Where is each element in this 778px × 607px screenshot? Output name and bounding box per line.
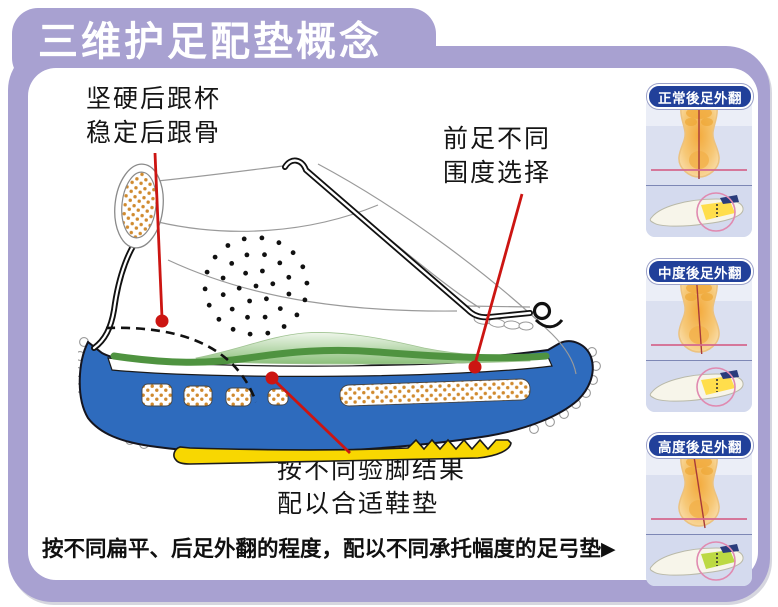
- cushion-pockets: [141, 378, 531, 407]
- heel-alignment-illustration: [646, 101, 752, 179]
- shoe-cross-section-illustration: [73, 150, 638, 480]
- panel-divider: [646, 534, 752, 535]
- annotation-line: 稳定后跟骨: [86, 119, 222, 147]
- heel-alignment-illustration: [646, 449, 752, 529]
- panel-normal-pronation: 正常後足外翻: [646, 84, 754, 237]
- topline-edge-inner: [283, 159, 532, 319]
- panel-moderate-pronation: 中度後足外翻: [646, 259, 754, 412]
- footbed-board: [107, 356, 553, 377]
- panel-badge: 高度後足外翻: [647, 433, 753, 458]
- insole-illustration: [646, 535, 752, 586]
- content-area: [28, 68, 758, 580]
- heel-alignment-illustration: [646, 275, 752, 355]
- panel-body: [646, 446, 752, 586]
- insole-illustration: [646, 186, 752, 237]
- panel-high-pronation: 高度後足外翻: [646, 433, 754, 586]
- annotation-forefoot-girth: 前足不同 围度选择: [443, 122, 551, 190]
- outsole-yellow: [173, 438, 512, 465]
- annotation-leaders: [153, 152, 524, 455]
- ventilation-dots: [202, 235, 310, 337]
- shoe-diagram: [73, 152, 601, 465]
- annotation-line: 坚硬后跟杯: [86, 85, 222, 113]
- annotation-dots: [155, 314, 482, 385]
- bottom-note-text: 按不同扁平、后足外翻的程度，配以不同承托幅度的足弓垫: [42, 537, 602, 561]
- play-arrow-icon: ▶: [601, 539, 616, 560]
- panel-body: [646, 97, 752, 237]
- annotation-line: 配以合适鞋垫: [277, 490, 440, 518]
- annotation-line: 前足不同: [443, 125, 552, 153]
- panel-divider: [646, 360, 752, 361]
- insole-green-band: [110, 346, 550, 366]
- panel-divider: [646, 185, 752, 186]
- panel-badge: 正常後足外翻: [647, 84, 753, 109]
- toe-hook: [534, 318, 564, 329]
- annotation-heel-cup: 坚硬后跟杯 稳定后跟骨: [86, 82, 221, 150]
- toe-lace-loop: [532, 301, 552, 321]
- insole-illustration: [646, 361, 752, 412]
- bottom-note: 按不同扁平、后足外翻的程度，配以不同承托幅度的足弓垫▶: [42, 532, 662, 563]
- panel-body: [646, 272, 752, 412]
- page-title: 三维护足配垫概念: [38, 20, 382, 64]
- panel-badge: 中度後足外翻: [647, 259, 753, 284]
- annotation-line: 围度选择: [443, 159, 552, 187]
